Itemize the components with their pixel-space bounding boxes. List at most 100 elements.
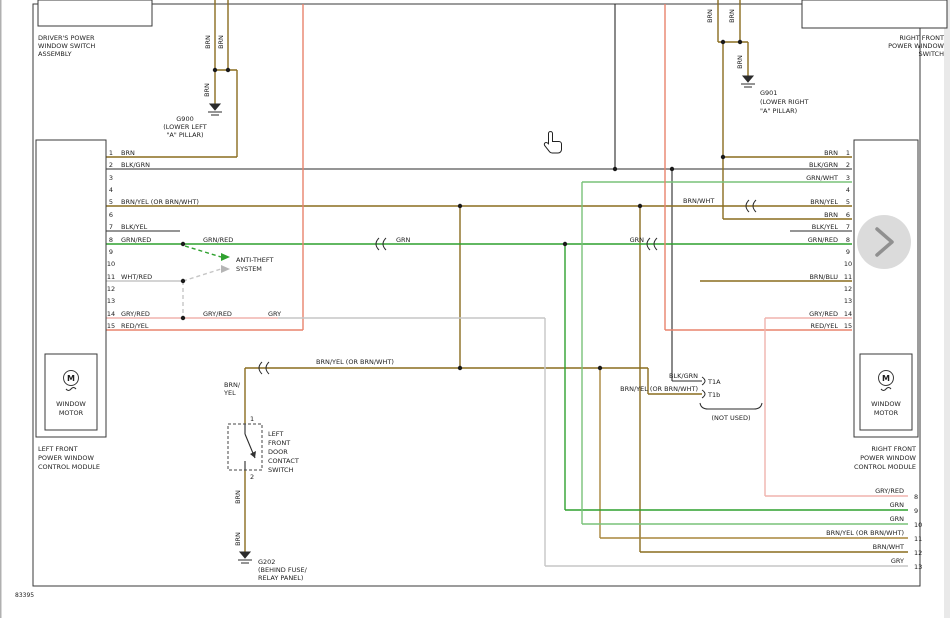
wire-label-vertical: BRN bbox=[204, 35, 212, 49]
junction-dot bbox=[737, 39, 743, 45]
junction-dot bbox=[180, 315, 186, 321]
wires-brown bbox=[106, 0, 908, 553]
wire-label-vertical: BRN bbox=[736, 55, 744, 69]
wire-label: GRY bbox=[268, 310, 281, 318]
motor-symbol-label: M bbox=[67, 374, 75, 383]
terminal-name: T1b bbox=[707, 391, 720, 399]
pin-number: 1 bbox=[846, 149, 850, 157]
wire-label: GRN/RED bbox=[121, 236, 151, 244]
scrollbar-track[interactable] bbox=[944, 0, 950, 618]
junction-dot bbox=[212, 67, 218, 73]
wire-label: GRN/RED bbox=[808, 236, 838, 244]
wire-segment bbox=[106, 280, 908, 567]
junction-dot bbox=[669, 166, 675, 172]
wire-label: BRN/YEL (OR BRN/WHT) bbox=[826, 529, 904, 537]
driver-switch-caption: ASSEMBLY bbox=[38, 50, 72, 58]
pin-number: 6 bbox=[846, 211, 850, 219]
wire-label: GRY/RED bbox=[875, 487, 904, 495]
inline-connectors bbox=[258, 199, 763, 410]
module-caption: LEFT FRONT bbox=[38, 445, 78, 453]
nav-button-circle[interactable] bbox=[857, 215, 911, 269]
junction-dot bbox=[720, 39, 726, 45]
wire-label: BRN/BLU bbox=[809, 273, 838, 281]
junction-dot bbox=[457, 365, 463, 371]
pin-number: 13 bbox=[914, 563, 922, 571]
ground-label: "A" PILLAR) bbox=[760, 107, 797, 115]
ground-g900-icon bbox=[208, 111, 222, 116]
switch-caption: CONTACT bbox=[268, 457, 299, 465]
ground-g202-icon bbox=[238, 559, 252, 564]
wire-label: BRN/WHT bbox=[683, 197, 714, 205]
document-number: 83395 bbox=[15, 592, 34, 599]
pin-number: 4 bbox=[846, 186, 850, 194]
motor-label: MOTOR bbox=[874, 409, 899, 417]
ground-label: (LOWER LEFT bbox=[163, 123, 207, 131]
hand-pointer-icon bbox=[543, 130, 562, 154]
terminal-t1b-icon bbox=[701, 389, 706, 399]
pin-number: 14 bbox=[107, 310, 115, 318]
nav-next-button[interactable] bbox=[857, 215, 911, 269]
connector-icon bbox=[646, 237, 658, 251]
pin-number: 10 bbox=[844, 260, 852, 268]
terminal-t1a-icon bbox=[701, 376, 706, 386]
switch-pin-number: 1 bbox=[250, 415, 254, 423]
pin-number: 2 bbox=[846, 161, 850, 169]
wire-label-vertical: BRN bbox=[217, 35, 225, 49]
wire-label: GRY/RED bbox=[121, 310, 150, 318]
ground-g901-icon bbox=[741, 75, 755, 83]
pin-number: 13 bbox=[107, 297, 115, 305]
junction-dot bbox=[612, 166, 618, 172]
module-caption: POWER WINDOW bbox=[860, 454, 916, 462]
ground-label: (BEHIND FUSE/ bbox=[258, 566, 308, 574]
not-used-label: (NOT USED) bbox=[711, 414, 750, 422]
junction-dot bbox=[225, 67, 231, 73]
pin-number: 6 bbox=[109, 211, 113, 219]
wire-segment bbox=[106, 4, 852, 331]
pin-number: 2 bbox=[109, 161, 113, 169]
module-caption: CONTROL MODULE bbox=[854, 463, 916, 471]
switch-caption: LEFT bbox=[268, 430, 283, 438]
pin-number: 3 bbox=[109, 174, 113, 182]
wire-label: GRY bbox=[891, 557, 904, 565]
ground-label: G202 bbox=[258, 558, 275, 566]
wire-label: WHT/RED bbox=[121, 273, 152, 281]
wires-green bbox=[106, 181, 908, 525]
pin-number: 9 bbox=[109, 248, 113, 256]
wire-label: BRN bbox=[824, 149, 838, 157]
pin-number: 9 bbox=[846, 248, 850, 256]
wire-label: GRN bbox=[890, 515, 905, 523]
pin-number: 8 bbox=[914, 493, 918, 501]
right-motor-box bbox=[859, 353, 913, 431]
switch-caption: DOOR bbox=[268, 448, 288, 456]
chevron-right-icon[interactable] bbox=[875, 227, 894, 257]
wire-label: RED/YEL bbox=[810, 322, 838, 330]
anti-theft-links bbox=[182, 245, 230, 318]
module-caption: POWER WINDOW bbox=[38, 454, 94, 462]
pin-number: 8 bbox=[109, 236, 113, 244]
wire-segment bbox=[106, 4, 852, 382]
pin-number: 4 bbox=[109, 186, 113, 194]
wires-gray bbox=[106, 280, 908, 567]
pin-number: 8 bbox=[846, 236, 850, 244]
junction-dot bbox=[180, 241, 186, 247]
junction-dot bbox=[597, 365, 603, 371]
anti-theft-label: SYSTEM bbox=[236, 265, 262, 273]
junction-dot bbox=[562, 241, 568, 247]
connector-icon bbox=[375, 237, 387, 251]
switch-arrowhead bbox=[250, 451, 256, 458]
wire-label: BLK/YEL bbox=[121, 223, 148, 231]
wire-label: BRN/YEL (OR BRN/WHT) bbox=[316, 358, 394, 366]
ground-label: G900 bbox=[176, 115, 193, 123]
wire-label-vertical: BRN bbox=[728, 9, 736, 23]
wire-label: BRN/WHT bbox=[873, 543, 904, 551]
wire-label: GRN bbox=[890, 501, 905, 509]
pin-number: 13 bbox=[844, 297, 852, 305]
pin-number: 9 bbox=[914, 507, 918, 515]
wires-pink bbox=[106, 317, 908, 497]
junction-dot bbox=[180, 278, 186, 284]
right-switch-caption: RIGHT FRONT bbox=[899, 34, 944, 42]
module-caption: CONTROL MODULE bbox=[38, 463, 100, 471]
wire-label: GRY/RED bbox=[809, 310, 838, 318]
